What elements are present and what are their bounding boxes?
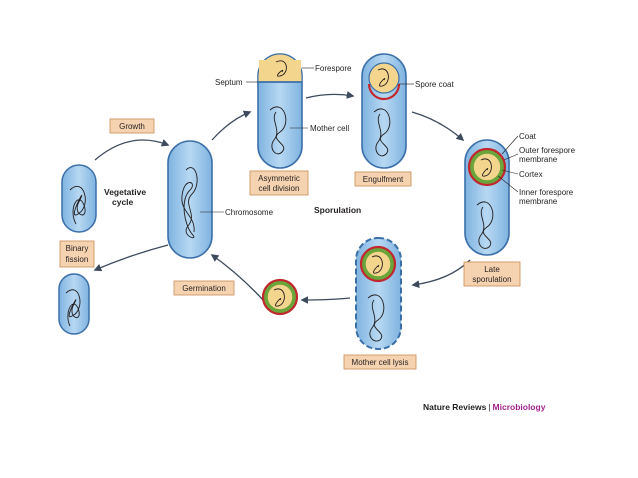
cortex-label: Cortex — [519, 170, 543, 179]
late-sporulation-box: Late sporulation — [463, 261, 521, 287]
arrow-binary-fission — [93, 244, 169, 272]
binary-fission-box: Binary fission — [59, 240, 95, 268]
asymmetric-cell-division-box: Asymmetric cell division — [249, 170, 309, 196]
svg-text:Mother cell lysis: Mother cell lysis — [352, 358, 409, 367]
svg-text:cell division: cell division — [259, 184, 300, 193]
cortex-ring — [472, 152, 502, 182]
arrow-to-late — [411, 111, 465, 142]
arrow-growth — [94, 139, 170, 161]
journal-credit: Nature Reviews|Microbiology — [423, 402, 545, 412]
journal-separator: | — [488, 402, 491, 412]
inner-forespore-membrane-label: Inner forespore membrane — [519, 188, 576, 206]
vegetative-cell-bottom — [58, 273, 90, 335]
arrow-to-lysis — [411, 259, 471, 289]
mother-cell-label: Mother cell — [310, 124, 349, 133]
septum-label: Septum — [215, 78, 243, 87]
plain-labels: Vegetative cycle Sporulation Chromosome … — [104, 64, 577, 217]
svg-text:Binary: Binary — [66, 244, 89, 253]
lysis-cell — [355, 237, 402, 350]
vegetative-cycle-label: Vegetative cycle — [104, 187, 148, 207]
engulfed-forespore — [368, 62, 400, 94]
engulfment-cell — [361, 53, 407, 169]
sporulation-label: Sporulation — [314, 205, 361, 215]
svg-text:Late: Late — [484, 265, 500, 274]
central-cell — [167, 140, 213, 259]
spore-coat-label: Spore coat — [415, 80, 454, 89]
chromosome-label: Chromosome — [225, 208, 274, 217]
stage-boxes: Growth Binary fission Asymmetric cell di… — [59, 118, 521, 370]
growth-box: Growth — [109, 118, 155, 134]
svg-text:Germination: Germination — [182, 284, 226, 293]
germination-box: Germination — [173, 280, 235, 296]
leader-lines — [200, 67, 519, 213]
arrow-to-asymmetric — [211, 110, 252, 141]
arrow-germination — [210, 254, 264, 301]
svg-text:Growth: Growth — [119, 122, 145, 131]
svg-text:sporulation: sporulation — [472, 275, 511, 284]
forespore-label: Forespore — [315, 64, 352, 73]
coat-label: Coat — [519, 132, 537, 141]
svg-text:Engulfment: Engulfment — [363, 175, 404, 184]
arrow-to-free-spore — [300, 296, 351, 304]
vegetative-cell-top — [61, 164, 97, 233]
journal-name: Nature Reviews — [423, 402, 487, 412]
engulfment-box: Engulfment — [354, 171, 412, 187]
svg-text:Asymmetric: Asymmetric — [258, 174, 300, 183]
asymmetric-cell — [257, 53, 303, 169]
arrow-to-engulfment — [305, 91, 355, 99]
svg-text:fission: fission — [66, 255, 89, 264]
free-spore — [261, 278, 299, 316]
outer-forespore-membrane-label: Outer forespore membrane — [519, 146, 577, 164]
forespore-compartment — [259, 60, 301, 82]
mother-cell-lysis-box: Mother cell lysis — [343, 354, 417, 370]
journal-subject: Microbiology — [492, 402, 546, 412]
late-sporulation-cell — [464, 139, 510, 256]
